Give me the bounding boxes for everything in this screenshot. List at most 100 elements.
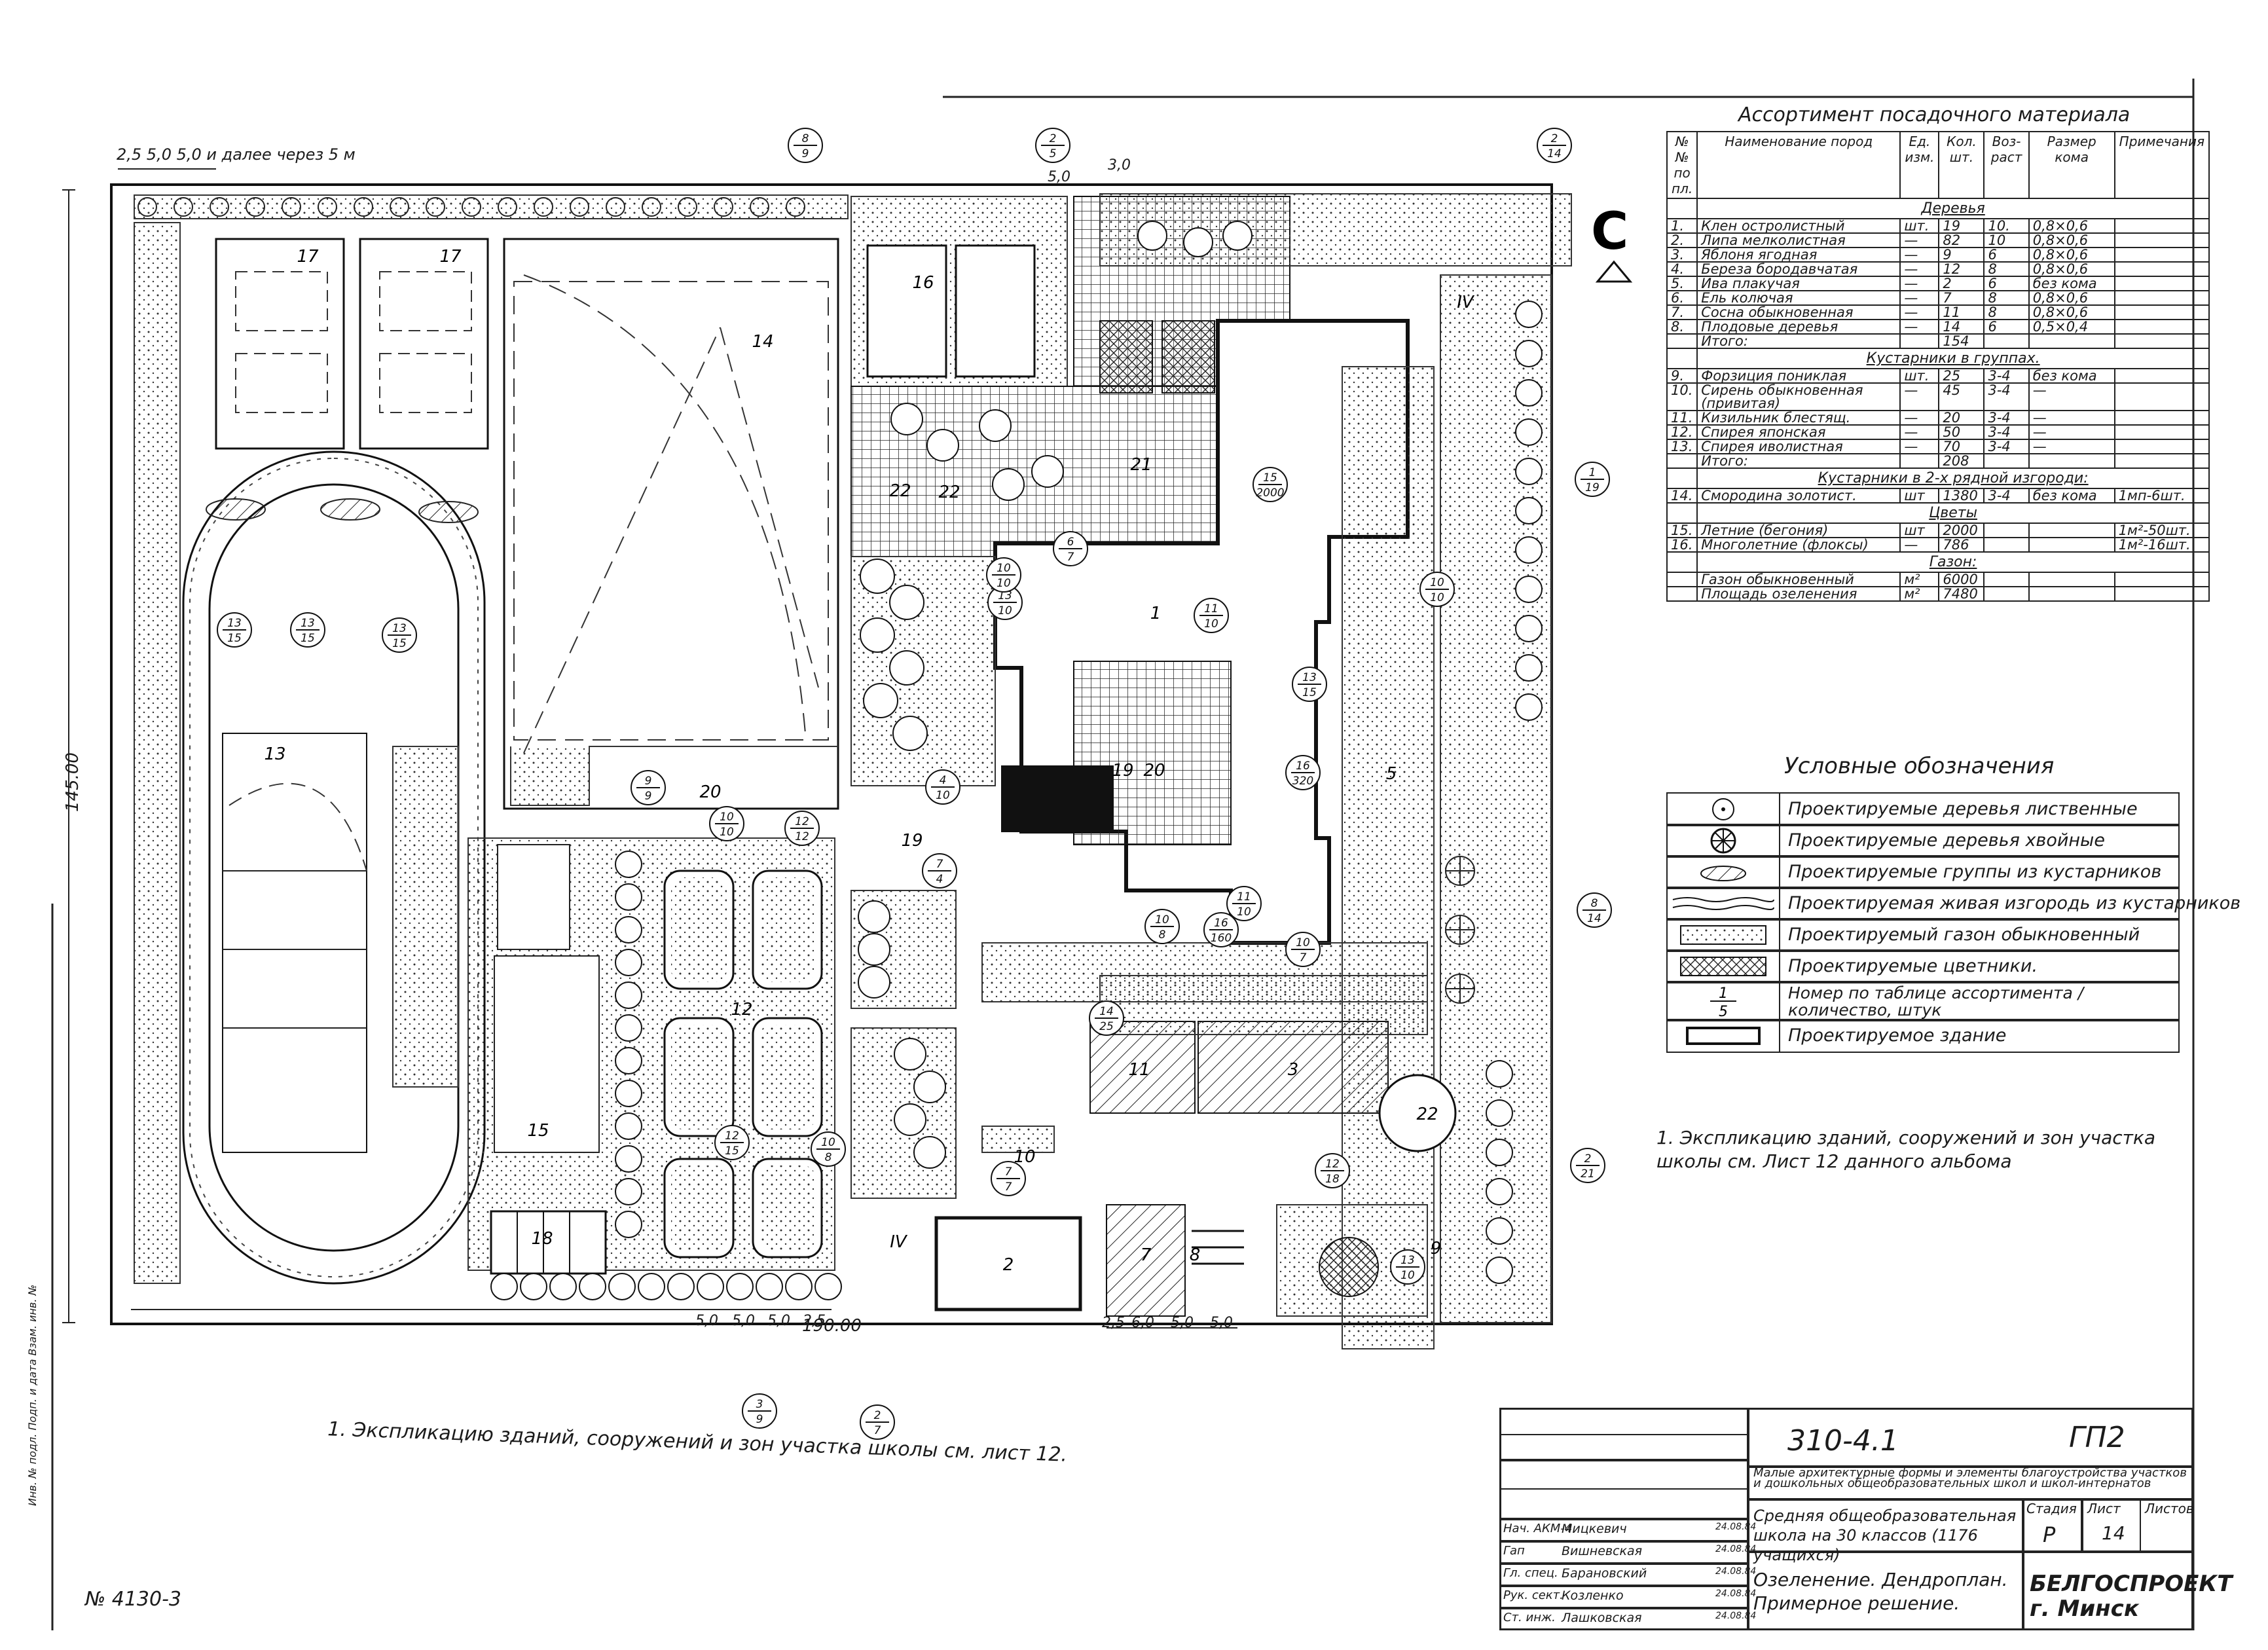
schedule-cell-n: 7.: [1666, 304, 1698, 320]
bottom-dim-left: 5,0: [695, 1313, 718, 1329]
schedule-cell-n: 9.: [1666, 368, 1698, 384]
legend-label: Проектируемые деревья лиственные: [1788, 799, 2138, 819]
col-header: №№ по пл.: [1666, 131, 1698, 199]
legend-item: Проектируемое здание: [1666, 1019, 2180, 1053]
zone-label: 17: [297, 247, 319, 266]
zone-label: 17: [439, 247, 462, 266]
schedule-cell-unit: —: [1899, 247, 1940, 263]
schedule-cell-unit: —: [1899, 304, 1940, 320]
section-label: Газон:: [1696, 551, 2210, 573]
shrub-group-icon: [1668, 856, 1780, 888]
schedule-cell-name: Форзиция пониклая: [1696, 368, 1901, 384]
col-header: Наименование пород: [1696, 131, 1901, 199]
zone-3: [1198, 1021, 1389, 1114]
schedule-cell-unit: шт.: [1899, 368, 1940, 384]
bottom-dim-right: 5,0: [1171, 1315, 1194, 1331]
schedule-cell-age: 3-4: [1983, 488, 2030, 504]
callout-bottom: 14: [1547, 147, 1562, 160]
schedule-cell-note: 1м²-16шт.: [2113, 537, 2210, 553]
schedule-cell-size: [2028, 453, 2115, 469]
schedule-cell-note: 1мп-6шт.: [2113, 488, 2210, 504]
callout-top: 2: [1584, 1152, 1592, 1165]
schedule-cell-age: [1983, 572, 2030, 587]
hedge-icon: [1668, 888, 1780, 919]
tree-column-right: [1137, 221, 1543, 1284]
callout-marker: 89: [788, 128, 823, 163]
callout-marker: 108: [811, 1131, 846, 1167]
court-17: [359, 238, 489, 450]
section-label: Цветы: [1696, 502, 2210, 524]
schedule-cell-name: Спирея иволистная: [1696, 439, 1901, 454]
fraction-bottom: 5: [1719, 1004, 1728, 1020]
callout-bottom: 14: [1587, 912, 1601, 925]
legend-item: Проектируемые деревья хвойные: [1666, 824, 2180, 858]
schedule-cell-name: Газон обыкновенный: [1696, 572, 1901, 587]
callout-top: 7: [936, 858, 943, 871]
schedule-cell-age: 8: [1983, 304, 2030, 320]
schedule-cell-size: [2028, 333, 2115, 349]
callout-marker: 25: [1035, 128, 1070, 163]
schedule-cell-size: 0,8×0,6: [2028, 304, 2115, 320]
zone-label: 1: [1150, 604, 1161, 623]
schedule-cell-note: 1м²-50шт.: [2113, 522, 2210, 538]
bottom-dim-left: 2,5: [803, 1313, 826, 1329]
staff-role: Нач. АКМ-4: [1503, 1522, 1573, 1535]
zone-11: [1089, 1021, 1196, 1114]
zone-label: 16: [912, 273, 934, 293]
callout-top: 10: [720, 811, 734, 824]
schedule-cell-age: 3-4: [1983, 410, 2030, 426]
organization: БЕЛГОСПРОЕКТ г. Минск: [2030, 1571, 2233, 1622]
schedule-cell-name: Кизильник блестящ.: [1696, 410, 1901, 426]
callout-top: 6: [1067, 536, 1074, 549]
schedule-cell-age: [1983, 586, 2030, 602]
sports-field-14: [503, 238, 839, 810]
callout-top: 2: [874, 1409, 881, 1422]
callout-top: 12: [725, 1129, 739, 1143]
zone-label: 14: [752, 332, 773, 352]
section-label: Кустарники в группах.: [1696, 348, 2210, 369]
callout-bottom: 25: [1099, 1020, 1114, 1033]
zone-label: 22: [938, 483, 960, 502]
schedule-row: Итого:154: [1666, 333, 2210, 349]
zone-label: 20: [1143, 761, 1165, 780]
schedule-cell-unit: шт.: [1899, 218, 1940, 234]
schedule-cell-unit: —: [1899, 382, 1940, 411]
callout-bottom: 15: [227, 632, 242, 645]
callout-bottom: 10: [997, 577, 1011, 590]
drawing-code: 310-4.1: [1787, 1424, 1899, 1458]
project-title: Средняя общеобразовательная школа на 30 …: [1753, 1507, 2017, 1564]
schedule-cell-note: [2113, 439, 2210, 454]
bottom-dimension: 190.00: [802, 1316, 862, 1336]
schedule-cell-qty: 786: [1938, 537, 1985, 553]
callout-top: 9: [645, 775, 652, 788]
col-header: Кол. шт.: [1938, 131, 1985, 199]
schedule-cell-note: [2113, 290, 2210, 306]
callout-top: 10: [997, 562, 1011, 575]
callout-top: 2: [1050, 132, 1057, 145]
schedule-cell-unit: —: [1899, 424, 1940, 440]
callout-bottom: 5: [1050, 147, 1057, 160]
zone-18: [490, 1210, 607, 1275]
sheets-label: Листов: [2145, 1501, 2194, 1516]
schedule-cell-qty: 14: [1938, 319, 1985, 335]
callout-bottom: 9: [756, 1413, 763, 1426]
callout-marker: 77: [991, 1161, 1026, 1196]
schedule-cell-name: Итого:: [1696, 453, 1901, 469]
schedule-cell-qty: 154: [1938, 333, 1985, 349]
callout-bottom: 160: [1211, 932, 1232, 945]
schedule-cell-age: 6: [1983, 247, 2030, 263]
callout-marker: 39: [742, 1393, 777, 1429]
zone-label: 5: [1386, 764, 1397, 784]
callout-bottom: 8: [825, 1151, 832, 1164]
conifer-tree-icon: [1668, 825, 1780, 856]
section-label: Кустарники в 2-х рядной изгороди:: [1696, 468, 2210, 489]
